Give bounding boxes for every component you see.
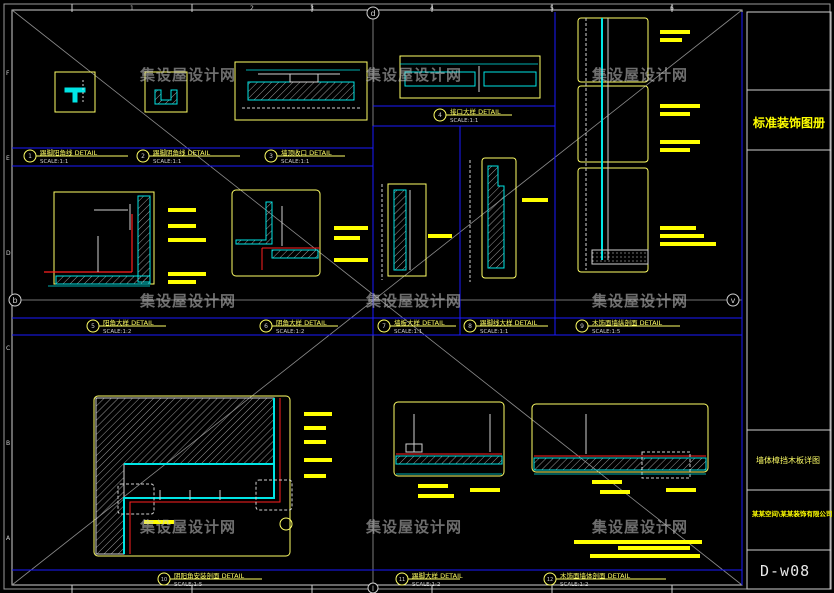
detail-title: 踢脚阴角线 DETAIL bbox=[153, 148, 211, 157]
detail-4-drawing bbox=[399, 55, 541, 99]
detail-title: 墙板大样 DETAIL bbox=[394, 318, 445, 327]
column-numbers: 1 2 3 4 5 6 bbox=[130, 5, 674, 12]
sheet-border bbox=[3, 3, 832, 590]
detail-title: 阳角大样 DETAIL bbox=[103, 318, 154, 327]
detail-scale: SCALE:1:2 bbox=[560, 582, 588, 588]
col-num: 2 bbox=[250, 5, 254, 12]
detail-title: 踢脚线大样 DETAIL bbox=[480, 318, 538, 327]
detail-11-callouts bbox=[418, 484, 500, 498]
drawing-number: D-w08 bbox=[760, 562, 811, 580]
detail-title: 木饰面墙纵剖面 DETAIL bbox=[592, 318, 663, 327]
row-letter: F bbox=[6, 70, 10, 77]
detail-12-callouts bbox=[574, 480, 702, 558]
detail-11-drawing bbox=[393, 401, 505, 477]
detail-scale: SCALE:1:1 bbox=[480, 329, 508, 335]
detail-title: 踢脚大样 DETAIL bbox=[412, 571, 463, 580]
detail-scale: SCALE:1:1 bbox=[450, 118, 478, 124]
project-title: 标准装饰图册 bbox=[753, 116, 826, 130]
row-letter: B bbox=[6, 440, 10, 447]
detail-scale: SCALE:1:1 bbox=[281, 159, 309, 165]
detail-number: 8 bbox=[468, 323, 472, 330]
detail-scale: SCALE:1:1 bbox=[394, 329, 422, 335]
row-letter: C bbox=[6, 345, 10, 352]
detail-10-drawing bbox=[93, 395, 293, 557]
detail-title: 木饰面墙体剖面 DETAIL bbox=[560, 571, 631, 580]
detail-title: 阴角大样 DETAIL bbox=[276, 318, 327, 327]
row-letter: D bbox=[6, 250, 11, 257]
dimension-marks bbox=[48, 63, 706, 475]
detail-number: 11 bbox=[399, 577, 405, 583]
detail-10-callouts bbox=[144, 412, 332, 524]
detail-number: 3 bbox=[269, 153, 273, 160]
col-num: 6 bbox=[670, 5, 674, 12]
detail-8-callouts bbox=[522, 198, 548, 202]
detail-title-markers bbox=[23, 108, 680, 586]
col-num: 1 bbox=[130, 5, 134, 12]
detail-number: 7 bbox=[382, 323, 386, 330]
detail-scale: SCALE:1:1 bbox=[153, 159, 181, 165]
detail-scale: SCALE:1:2 bbox=[103, 329, 131, 335]
detail-scale: SCALE:1:2 bbox=[412, 582, 440, 588]
detail-6-drawing bbox=[231, 189, 321, 277]
detail-7-callouts bbox=[428, 234, 452, 238]
row-letter: A bbox=[6, 535, 11, 542]
detail-2-drawing bbox=[144, 71, 188, 113]
col-num: 5 bbox=[550, 5, 554, 12]
detail-12-drawing bbox=[531, 403, 709, 479]
grid-bubble-top: d bbox=[370, 9, 375, 18]
detail-number: 9 bbox=[580, 323, 584, 330]
detail-number: 2 bbox=[141, 153, 145, 160]
detail-number: 4 bbox=[438, 112, 442, 119]
detail-5-drawing bbox=[44, 191, 155, 285]
grid-bubble-bottom: l bbox=[372, 585, 374, 593]
column-ruler bbox=[71, 4, 673, 593]
detail-9-callouts bbox=[660, 30, 716, 246]
detail-title: 阴阳角安装剖面 DETAIL bbox=[174, 571, 245, 580]
grid-bubble-right: v bbox=[731, 296, 736, 305]
detail-number: 6 bbox=[264, 323, 268, 330]
detail-number: 12 bbox=[547, 577, 553, 583]
col-num: 4 bbox=[430, 5, 434, 12]
detail-scale: SCALE:1:2 bbox=[276, 329, 304, 335]
drawing-title: 墙体樟挡木板详图 bbox=[756, 456, 820, 465]
detail-7-drawing bbox=[381, 183, 427, 280]
row-letter: E bbox=[6, 155, 10, 162]
col-num: 3 bbox=[310, 5, 314, 12]
detail-scale: SCALE:1:1 bbox=[40, 159, 68, 165]
detail-5-callouts bbox=[168, 208, 206, 284]
detail-scale: SCALE:1:5 bbox=[592, 329, 621, 335]
detail-scale: SCALE:1:5 bbox=[174, 582, 203, 588]
detail-number: 10 bbox=[161, 577, 167, 583]
detail-1-drawing bbox=[54, 71, 96, 113]
grid-bubble-left: b bbox=[12, 296, 17, 305]
detail-3-drawing bbox=[234, 61, 368, 121]
detail-6-callouts bbox=[334, 226, 368, 262]
detail-8-drawing bbox=[469, 157, 517, 282]
viewport-frames bbox=[12, 12, 743, 585]
detail-title: 墙顶收口 DETAIL bbox=[281, 148, 332, 157]
detail-number: 1 bbox=[28, 153, 32, 160]
detail-9-drawing bbox=[577, 17, 649, 273]
row-letters: F E D C B A bbox=[6, 70, 11, 542]
detail-number: 5 bbox=[91, 323, 95, 330]
grid-bubbles bbox=[8, 6, 740, 593]
detail-title: 接口大样 DETAIL bbox=[450, 107, 501, 116]
drawing-subtitle: 某某空间\某某装饰有限公司 bbox=[752, 510, 833, 518]
detail-title: 踢脚阳角线 DETAIL bbox=[40, 148, 98, 157]
